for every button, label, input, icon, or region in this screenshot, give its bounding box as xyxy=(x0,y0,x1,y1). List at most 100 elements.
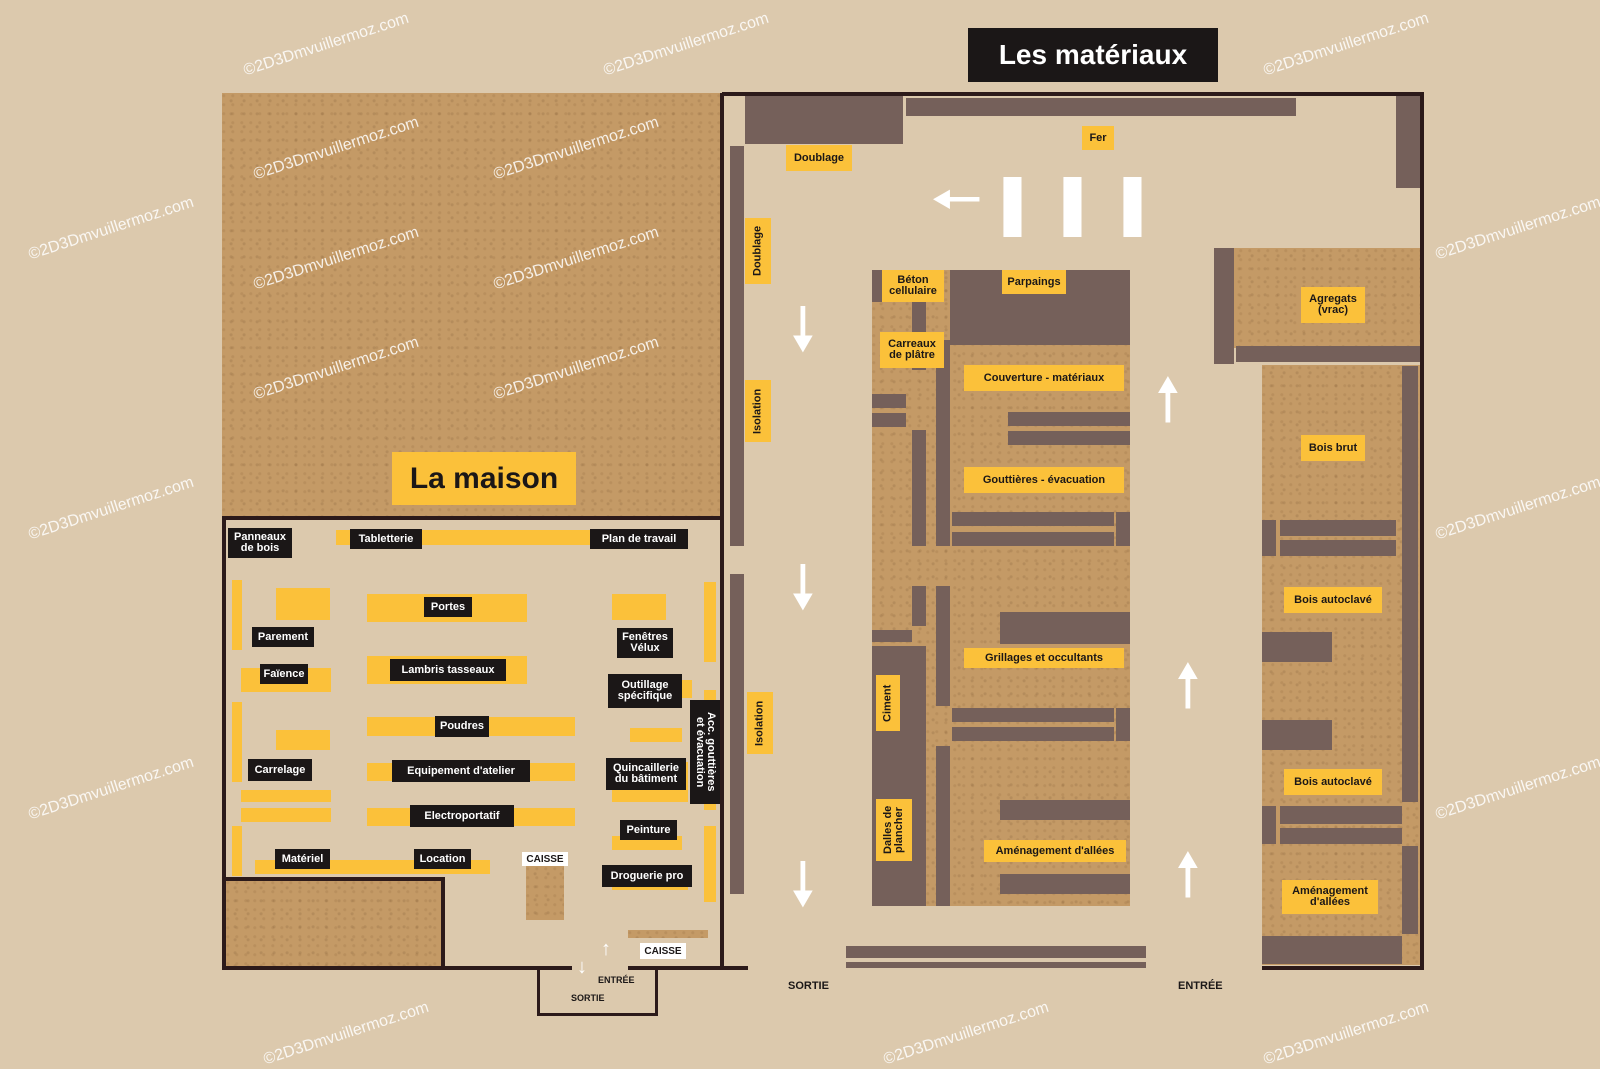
label-parement: Parement xyxy=(252,627,314,647)
shelf xyxy=(232,580,242,650)
block xyxy=(952,727,1114,741)
arrow-up-icon: 🠕 xyxy=(1175,841,1201,908)
label-acc-gouttieres: Acc. gouttières et évacuation xyxy=(690,700,720,804)
label-caisse-2: CAISSE xyxy=(640,943,686,959)
storage-wall-top xyxy=(222,877,444,881)
block xyxy=(872,270,882,302)
label-tabletterie: Tabletterie xyxy=(350,529,422,549)
block xyxy=(936,586,950,706)
block xyxy=(1280,828,1402,844)
label-dalles-de-plancher: Dalles de plancher xyxy=(876,799,912,861)
shelf xyxy=(232,702,242,782)
label-maison-entree: ENTRÉE xyxy=(598,975,635,985)
shelf xyxy=(276,588,330,620)
block xyxy=(1008,431,1130,445)
label-materiel: Matériel xyxy=(275,849,330,869)
label-carreaux-de-platre: Carreaux de plâtre xyxy=(880,332,944,368)
block xyxy=(1008,412,1130,426)
watermark: ©2D3Dmvuillermoz.com xyxy=(881,998,1051,1069)
label-electroportatif: Electroportatif xyxy=(410,805,514,827)
label-plan-de-travail: Plan de travail xyxy=(590,529,688,549)
label-beton-cellulaire: Béton cellulaire xyxy=(882,270,944,302)
label-isolation-1: Isolation xyxy=(745,380,771,442)
label-amenagement-allees-right: Aménagement d'allées xyxy=(1282,880,1378,914)
materiaux-wall-right xyxy=(1420,92,1424,970)
title-les-materiaux: Les matériaux xyxy=(968,28,1218,82)
label-gouttieres-evacuation: Gouttières - évacuation xyxy=(964,467,1124,493)
label-portes: Portes xyxy=(424,597,472,617)
block xyxy=(1262,806,1276,844)
storage-wall-right xyxy=(441,877,445,969)
label-panneaux-de-bois: Panneaux de bois xyxy=(228,528,292,558)
block xyxy=(745,96,903,144)
entrance-notch-right xyxy=(655,966,658,1016)
shelf xyxy=(630,728,682,742)
label-bois-autoclave-1: Bois autoclavé xyxy=(1284,587,1382,613)
block xyxy=(952,708,1114,722)
label-carrelage: Carrelage xyxy=(248,759,312,781)
materiaux-wall-top xyxy=(722,92,1422,96)
label-bois-autoclave-2: Bois autoclavé xyxy=(1284,769,1382,795)
block xyxy=(1402,366,1418,802)
label-materiaux-sortie: SORTIE xyxy=(788,980,829,992)
label-amenagement-allees-center: Aménagement d'allées xyxy=(984,840,1126,862)
label-caisse-1: CAISSE xyxy=(522,852,568,866)
label-lambris-tasseaux: Lambris tasseaux xyxy=(390,659,506,681)
block xyxy=(906,98,1296,116)
maison-wall-bottom-left xyxy=(222,966,572,970)
watermark: ©2D3Dmvuillermoz.com xyxy=(26,473,196,544)
shelf xyxy=(241,808,331,822)
shelf xyxy=(232,826,242,876)
block xyxy=(1262,936,1402,964)
block xyxy=(952,532,1114,546)
maison-wall-bottom-right xyxy=(628,966,748,970)
block xyxy=(846,962,1146,968)
shelf xyxy=(276,730,330,750)
label-poudres: Poudres xyxy=(435,716,489,737)
block xyxy=(1262,520,1276,556)
block xyxy=(1116,512,1130,546)
watermark: ©2D3Dmvuillermoz.com xyxy=(1261,9,1431,80)
watermark: ©2D3Dmvuillermoz.com xyxy=(241,9,411,80)
maison-storage-block xyxy=(226,880,442,966)
block xyxy=(1396,96,1420,188)
arrow-up-icon: 🠕 xyxy=(1155,366,1181,433)
block xyxy=(1236,346,1420,362)
shelf xyxy=(704,826,716,902)
block xyxy=(952,512,1114,526)
label-materiaux-entree: ENTRÉE xyxy=(1178,980,1223,992)
arrow-down-icon: 🠗 xyxy=(790,851,816,918)
maison-wall-top xyxy=(222,516,724,520)
watermark: ©2D3Dmvuillermoz.com xyxy=(26,193,196,264)
block xyxy=(912,430,926,546)
shelf xyxy=(241,790,331,802)
block xyxy=(1262,720,1332,750)
block xyxy=(872,413,906,427)
block xyxy=(1000,800,1130,820)
block xyxy=(1000,612,1130,644)
label-maison-sortie: SORTIE xyxy=(571,993,605,1003)
label-location: Location xyxy=(414,849,471,869)
block xyxy=(846,946,1146,958)
caisse-counter xyxy=(526,866,564,920)
watermark: ©2D3Dmvuillermoz.com xyxy=(1433,753,1600,824)
arrow-up-icon: 🠕 xyxy=(1175,652,1201,719)
block xyxy=(1000,874,1130,894)
watermark: ©2D3Dmvuillermoz.com xyxy=(1433,473,1600,544)
label-fer: Fer xyxy=(1082,126,1114,150)
shelf xyxy=(612,884,688,890)
label-quincaillerie: Quincaillerie du bâtiment xyxy=(606,758,686,790)
arrow-up-icon: ↑ xyxy=(601,938,611,960)
arrow-left-icon: 🠔▮▮▮ xyxy=(930,166,1163,233)
label-faience: Faïence xyxy=(260,664,308,684)
block xyxy=(1280,806,1402,824)
block xyxy=(1280,540,1396,556)
watermark: ©2D3Dmvuillermoz.com xyxy=(601,9,771,80)
label-parpaings: Parpaings xyxy=(1002,270,1066,294)
block xyxy=(730,146,744,546)
block xyxy=(1214,248,1234,364)
label-couverture-materiaux: Couverture - matériaux xyxy=(964,365,1124,391)
label-peinture: Peinture xyxy=(620,820,677,840)
watermark: ©2D3Dmvuillermoz.com xyxy=(1261,998,1431,1069)
title-la-maison: La maison xyxy=(392,452,576,505)
